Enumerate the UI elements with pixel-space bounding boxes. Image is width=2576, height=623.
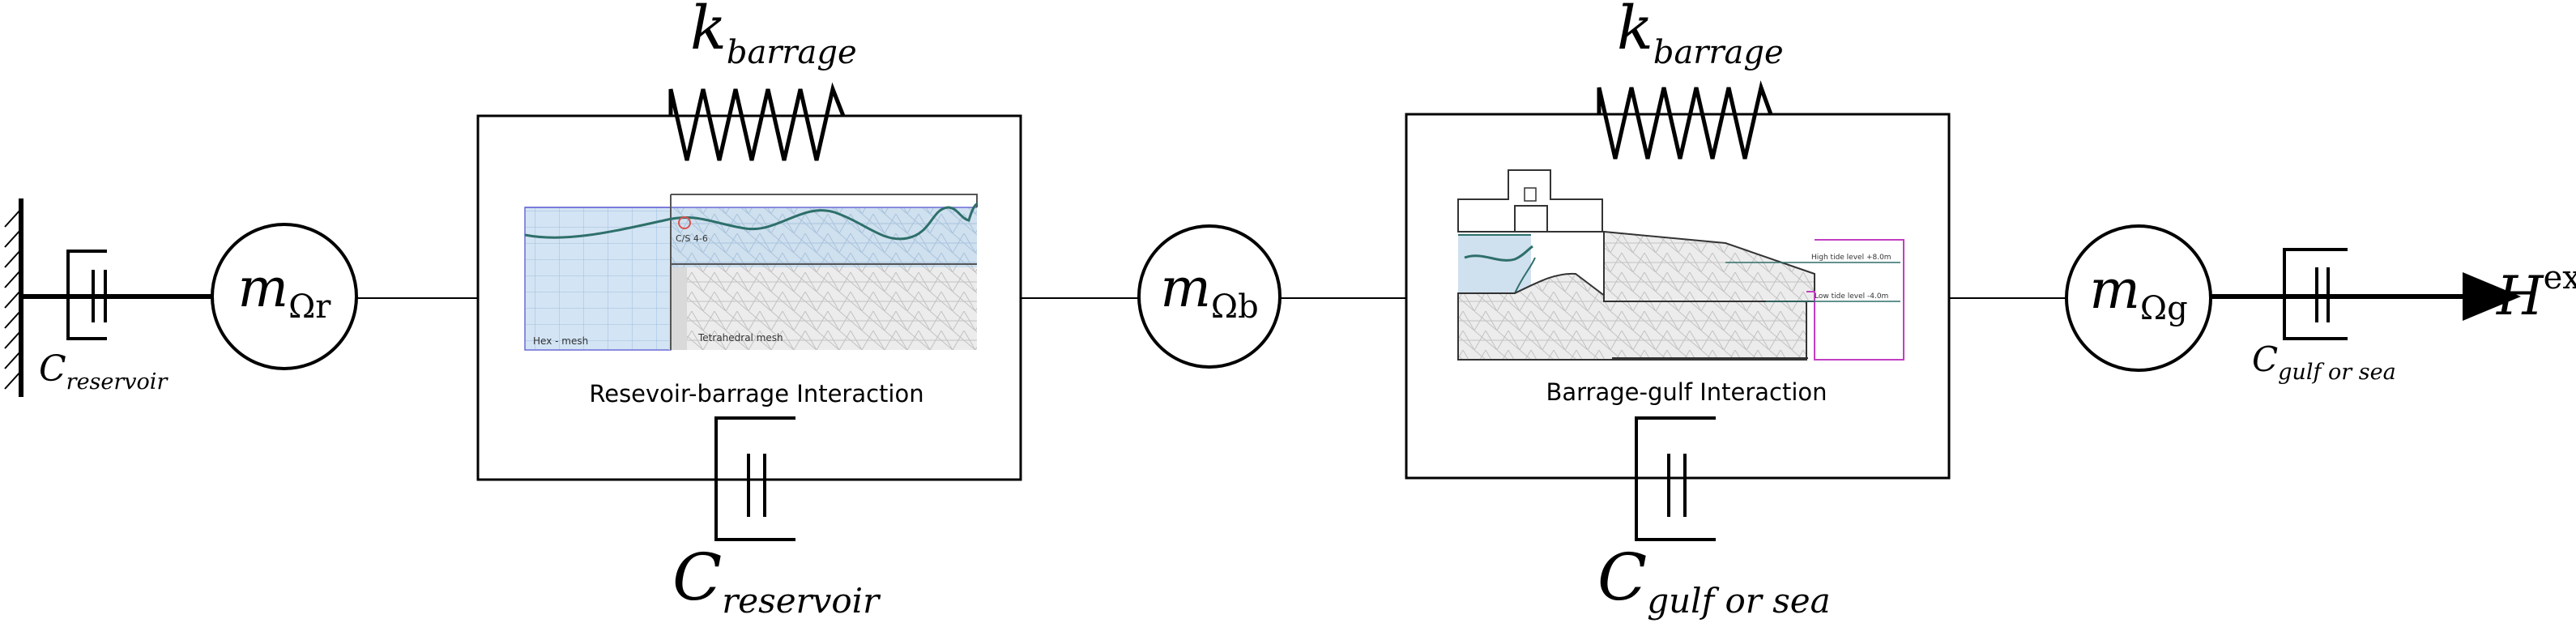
damper-reservoir-barrage — [714, 416, 795, 541]
svg-text:C/S 4-6: C/S 4-6 — [676, 233, 708, 244]
mass-reservoir: mΩr — [211, 223, 358, 370]
spring-label-1: kbarrage — [690, 0, 857, 71]
hex-mesh-label: Hex - mesh — [533, 335, 588, 347]
spring-label-2: kbarrage — [1617, 0, 1784, 71]
spring-barrage-gulf — [1597, 80, 1773, 160]
barrage-section-inset: High tide level +8.0m Low tide level -4.… — [1457, 169, 1904, 361]
mass-reservoir-label: mΩr — [238, 257, 332, 326]
spring-reservoir-barrage — [668, 82, 846, 161]
mass-barrage-label: mΩb — [1160, 257, 1258, 326]
low-tide-label: Low tide level -4.0m — [1815, 292, 1888, 301]
mass-gulf-label: mΩg — [2089, 258, 2187, 327]
mass-barrage: mΩb — [1137, 224, 1282, 369]
left-damper — [21, 250, 212, 340]
reservoir-mesh-inset: C/S 4-6 Hex - mesh Tetrahedral mesh — [524, 194, 978, 351]
external-force-arrow — [2463, 272, 2521, 321]
fixed-wall — [4, 198, 23, 397]
left-damper-label: Creservoir — [39, 348, 168, 395]
tetra-mesh-label: Tetrahedral mesh — [697, 332, 783, 344]
damper-label-1: Creservoir — [672, 540, 881, 621]
damper-barrage-gulf — [1635, 416, 1716, 541]
mass-gulf: mΩg — [2065, 224, 2212, 372]
right-damper — [2211, 248, 2479, 340]
high-tide-label: High tide level +8.0m — [1811, 254, 1891, 262]
external-force-label: Hext — [2496, 259, 2576, 327]
right-damper-label: Cgulf or sea — [2252, 339, 2396, 385]
gulf-box-title: Barrage-gulf Interaction — [1546, 378, 1827, 406]
reservoir-box-title: Resevoir-barrage Interaction — [589, 380, 923, 408]
damper-label-2: Cgulf or sea — [1597, 540, 1831, 621]
